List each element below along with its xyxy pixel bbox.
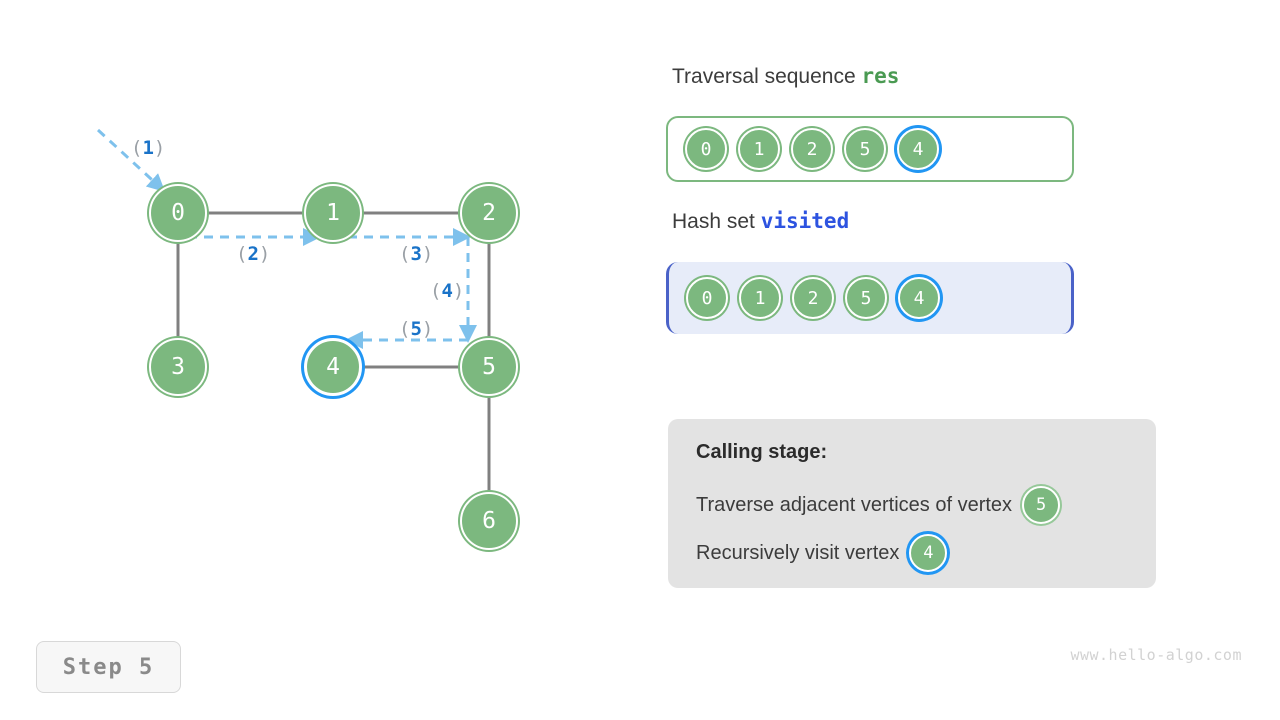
res-section-title: Traversal sequence res xyxy=(672,64,899,89)
traversal-arrow-group xyxy=(96,128,477,349)
graph-panel: 0 1 2 3 4 5 6 (1) (2) (3) (4) (5) xyxy=(0,0,640,640)
visited-chip-2-label: 2 xyxy=(807,287,819,309)
res-chip-1[interactable]: 1 xyxy=(738,128,780,170)
res-title-code: res xyxy=(861,64,900,88)
step-badge: Step 5 xyxy=(36,641,181,693)
right-panel: Traversal sequence res 0 1 2 5 4 Hash se… xyxy=(666,0,1266,720)
graph-node-2-label: 2 xyxy=(482,200,496,226)
traversal-step-label-1: (1) xyxy=(131,137,165,159)
paren-open: ( xyxy=(236,243,248,265)
graph-node-2[interactable]: 2 xyxy=(460,184,518,242)
graph-node-1-label: 1 xyxy=(326,200,340,226)
graph-node-4-label: 4 xyxy=(326,354,340,380)
visited-section-title: Hash set visited xyxy=(672,209,849,234)
res-chip-2-label: 2 xyxy=(806,138,818,160)
paren-close: ) xyxy=(258,243,271,265)
graph-node-6[interactable]: 6 xyxy=(460,492,518,550)
res-chip-0-label: 0 xyxy=(700,138,712,160)
paren-close: ) xyxy=(153,137,166,159)
res-chip-2[interactable]: 2 xyxy=(791,128,833,170)
graph-node-0-label: 0 xyxy=(171,200,185,226)
calling-stage-line-0-text: Traverse adjacent vertices of vertex xyxy=(696,493,1013,516)
res-chip-4-label: 4 xyxy=(912,138,924,160)
graph-node-3[interactable]: 3 xyxy=(149,338,207,396)
calling-stage-line-1: Recursively visit vertex 4 xyxy=(696,534,1156,572)
visited-chip-3[interactable]: 5 xyxy=(845,277,887,319)
visited-chip-1[interactable]: 1 xyxy=(739,277,781,319)
step-number: 4 xyxy=(441,280,453,302)
calling-stage-line-1-text: Recursively visit vertex xyxy=(696,541,900,564)
visited-chip-0[interactable]: 0 xyxy=(686,277,728,319)
visited-chip-3-label: 5 xyxy=(860,287,872,309)
graph-edges-svg xyxy=(96,128,491,492)
step-number: 1 xyxy=(142,137,154,159)
visited-chip-4[interactable]: 4 xyxy=(898,277,940,319)
graph-node-5[interactable]: 5 xyxy=(460,338,518,396)
graph-node-6-label: 6 xyxy=(482,508,496,534)
graph-node-3-label: 3 xyxy=(171,354,185,380)
graph-node-0[interactable]: 0 xyxy=(149,184,207,242)
paren-open: ( xyxy=(399,243,411,265)
graph-node-4[interactable]: 4 xyxy=(304,338,362,396)
calling-stage-line-1-chip[interactable]: 4 xyxy=(909,534,948,572)
graph-node-5-label: 5 xyxy=(482,354,496,380)
paren-close: ) xyxy=(421,318,434,340)
paren-close: ) xyxy=(421,243,434,265)
step-number: 3 xyxy=(410,243,422,265)
calling-stage-line-0-chip-label: 5 xyxy=(1035,495,1047,515)
traversal-step-label-5: (5) xyxy=(399,318,433,340)
step-number: 2 xyxy=(247,243,259,265)
watermark: www.hello-algo.com xyxy=(1070,646,1242,664)
res-chip-1-label: 1 xyxy=(753,138,765,160)
visited-box: 0 1 2 5 4 xyxy=(666,262,1074,334)
visited-chip-0-label: 0 xyxy=(701,287,713,309)
traversal-step-label-2: (2) xyxy=(236,243,270,265)
step-number: 5 xyxy=(410,318,422,340)
traversal-step-label-3: (3) xyxy=(399,243,433,265)
visited-chip-2[interactable]: 2 xyxy=(792,277,834,319)
res-title-prefix: Traversal sequence xyxy=(672,65,856,88)
step-badge-label: Step 5 xyxy=(62,654,155,680)
calling-stage-line-0-chip[interactable]: 5 xyxy=(1022,486,1061,524)
calling-stage-box: Calling stage: Traverse adjacent vertice… xyxy=(668,419,1156,588)
paren-open: ( xyxy=(131,137,143,159)
visited-title-prefix: Hash set xyxy=(672,210,755,233)
res-chip-3-label: 5 xyxy=(859,138,871,160)
traversal-step-label-4: (4) xyxy=(430,280,464,302)
visited-title-code: visited xyxy=(760,209,850,233)
paren-open: ( xyxy=(430,280,442,302)
res-chip-4[interactable]: 4 xyxy=(897,128,939,170)
calling-stage-line-0: Traverse adjacent vertices of vertex 5 xyxy=(696,486,1156,524)
res-chip-0[interactable]: 0 xyxy=(685,128,727,170)
visited-chip-1-label: 1 xyxy=(754,287,766,309)
calling-stage-title: Calling stage: xyxy=(696,441,828,463)
res-box: 0 1 2 5 4 xyxy=(666,116,1074,182)
calling-stage-line-1-chip-label: 4 xyxy=(923,543,934,563)
visited-chip-4-label: 4 xyxy=(913,287,925,309)
res-chip-3[interactable]: 5 xyxy=(844,128,886,170)
graph-node-1[interactable]: 1 xyxy=(304,184,362,242)
paren-open: ( xyxy=(399,318,411,340)
paren-close: ) xyxy=(452,280,465,302)
